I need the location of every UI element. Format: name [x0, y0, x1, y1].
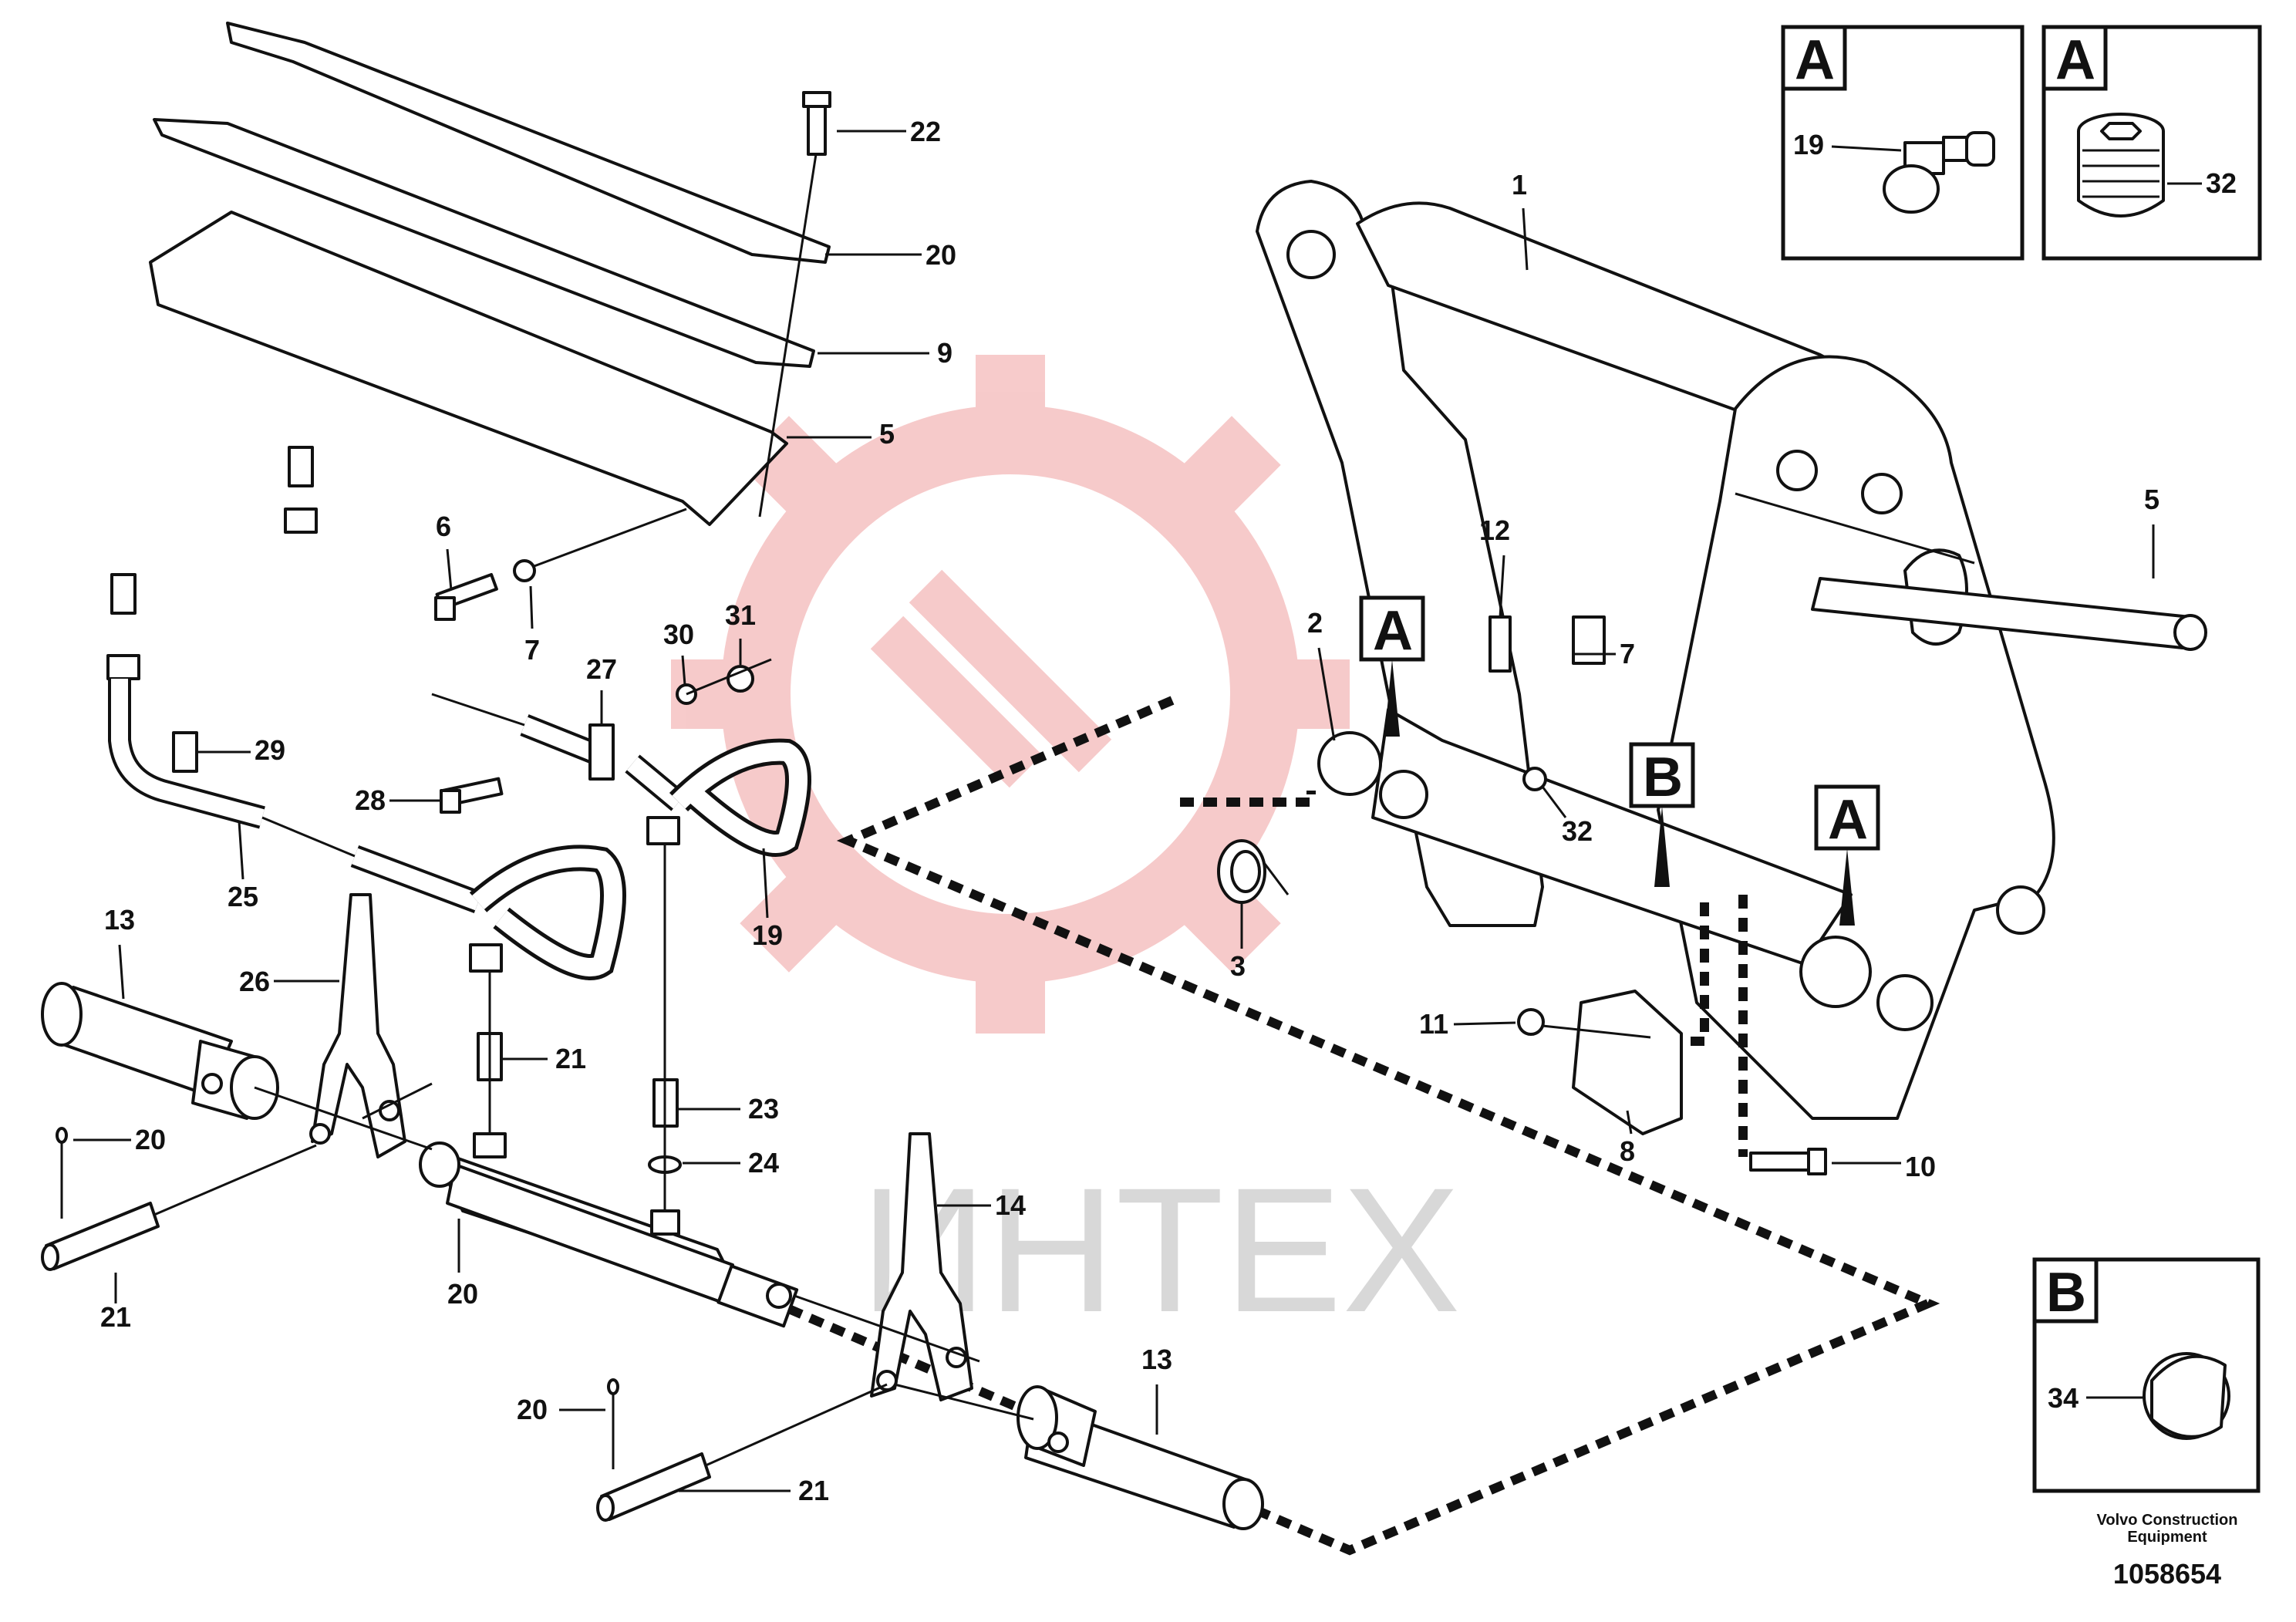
wear-plate-9 — [153, 118, 815, 368]
clamp-29 — [172, 731, 198, 773]
callout-13: 13 — [104, 904, 135, 936]
callout-12: 12 — [1479, 514, 1510, 546]
hex-plug-icon — [2077, 113, 2165, 218]
svg-text:A: A — [1828, 789, 1868, 851]
svg-text:A: A — [1795, 29, 1835, 91]
marker-a-left: A — [1359, 595, 1425, 737]
bolt-28 — [440, 777, 504, 814]
callout-7: 7 — [524, 634, 540, 666]
wear-block-8 — [1517, 990, 1683, 1135]
cotter-pin-20-upper — [56, 1127, 68, 1219]
marker-a-right: A — [1814, 784, 1880, 926]
callout-34: 34 — [2048, 1382, 2079, 1414]
callout-27: 27 — [586, 653, 617, 685]
callout-20b: 20 — [517, 1394, 548, 1425]
marker-b: B — [1629, 742, 1695, 887]
svg-text:A: A — [1373, 600, 1413, 662]
callout-10: 10 — [1905, 1151, 1936, 1182]
hose-loop-lower — [469, 845, 626, 980]
callout-15: 19 — [752, 919, 783, 951]
pin-21-lower — [596, 1383, 888, 1522]
frame-assembly — [1256, 180, 2055, 1120]
callout-17: 20 — [447, 1278, 478, 1310]
callout-3: 3 — [1230, 950, 1246, 982]
callout-23: 23 — [748, 1093, 779, 1125]
lever-14 — [794, 1132, 980, 1401]
grease-nipple-icon — [1883, 131, 1995, 214]
cap-plug-icon — [2143, 1352, 2230, 1440]
callout-20: 20 — [135, 1124, 166, 1155]
callout-29: 29 — [255, 734, 285, 766]
detail-box-b-34: B 34 — [2032, 1257, 2261, 1493]
callout-19: 19 — [1793, 129, 1824, 160]
hose-lower — [106, 573, 483, 914]
callout-1: 1 — [1512, 169, 1527, 201]
detail-box-a-32: A 32 — [2041, 25, 2262, 261]
callout-30: 30 — [663, 619, 694, 650]
callout-4: 5 — [2144, 484, 2159, 515]
assembly-boundary — [738, 696, 1940, 1556]
guard-plate-5 — [149, 211, 788, 526]
callout-28: 28 — [355, 784, 386, 816]
callout-21b: 21 — [798, 1475, 829, 1506]
callout-14: 14 — [995, 1189, 1026, 1221]
callout-5: 5 — [879, 418, 895, 450]
bolt-10 — [1749, 1148, 1827, 1175]
hose-upper — [284, 446, 686, 811]
pin-21-upper — [41, 1144, 317, 1271]
cotter-pin-20-lower — [607, 1378, 619, 1469]
callout-8: 8 — [1620, 1135, 1635, 1167]
callout-2: 2 — [1307, 607, 1323, 639]
callout-26: 26 — [239, 966, 270, 997]
callout-32: 32 — [2206, 167, 2237, 199]
svg-text:B: B — [2046, 1262, 2086, 1324]
pin-13-upper — [41, 982, 433, 1151]
callout-33: 32 — [1562, 815, 1593, 847]
callout-21: 21 — [100, 1301, 131, 1333]
cylinder-17 — [419, 1132, 799, 1328]
company-label: Volvo Construction Equipment — [2096, 1512, 2238, 1546]
detail-box-a-19: A 19 — [1781, 25, 2025, 261]
callout-22: 22 — [910, 116, 941, 147]
callout-6b: 7 — [1620, 638, 1635, 669]
nut-31 — [727, 665, 754, 693]
callout-18: 21 — [555, 1043, 586, 1074]
callout-11: 11 — [1419, 1008, 1448, 1040]
callout-31: 31 — [725, 599, 756, 631]
callout-13b: 13 — [1141, 1344, 1172, 1375]
svg-text:B: B — [1643, 747, 1683, 808]
callout-6: 6 — [436, 511, 451, 542]
drawing-number: 1058654 — [2112, 1558, 2222, 1590]
callout-24: 24 — [748, 1147, 779, 1179]
hose-loop-15 — [646, 738, 811, 857]
bolt-22 — [758, 91, 831, 518]
wear-plate-16 — [226, 22, 831, 264]
bolt-6 — [434, 508, 687, 621]
bushing-3 — [1217, 839, 1290, 904]
callout-9: 9 — [937, 337, 952, 369]
callout-16: 20 — [925, 239, 956, 271]
lever-26 — [309, 893, 406, 1158]
pin-13-lower — [894, 1383, 1264, 1530]
pin-4 — [1735, 492, 2207, 651]
callout-25: 25 — [228, 881, 258, 912]
svg-text:A: A — [2055, 29, 2095, 91]
clamp-27 — [588, 723, 615, 781]
